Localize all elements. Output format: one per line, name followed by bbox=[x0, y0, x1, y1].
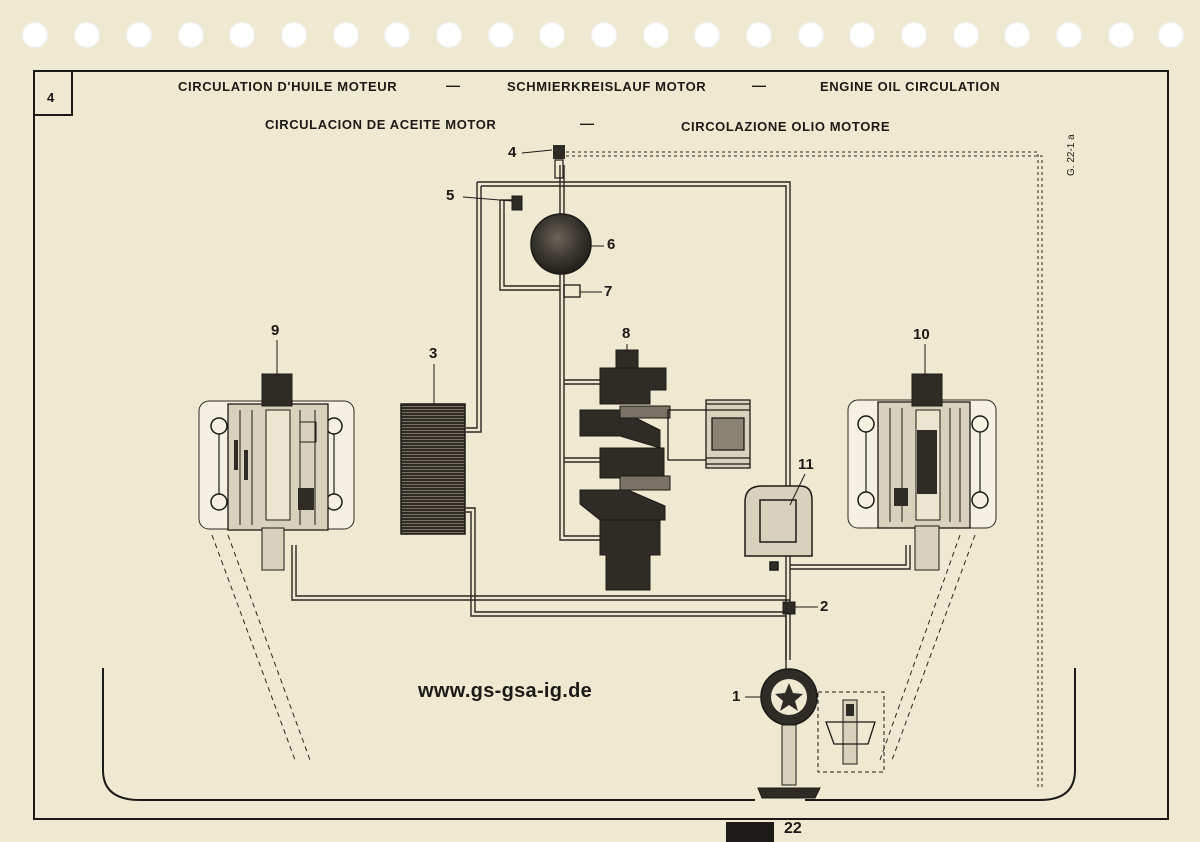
punch-hole bbox=[539, 22, 565, 48]
crankcase bbox=[579, 349, 671, 591]
page-tab-marker bbox=[726, 822, 774, 842]
callout-6: 6 bbox=[607, 236, 616, 253]
punch-hole bbox=[798, 22, 824, 48]
title-french: CIRCULATION D'HUILE MOTEUR bbox=[178, 79, 398, 94]
pressure-relief-valve bbox=[511, 195, 523, 211]
punch-hole bbox=[178, 22, 204, 48]
punch-hole bbox=[694, 22, 720, 48]
title-spanish: CIRCULACION DE ACEITE MOTOR bbox=[265, 117, 497, 132]
callout-9: 9 bbox=[271, 322, 280, 339]
title-german: SCHMIERKREISLAUF MOTOR bbox=[507, 79, 707, 94]
pressure-switch-wire bbox=[566, 151, 1043, 790]
punch-hole bbox=[1004, 22, 1030, 48]
punch-hole bbox=[384, 22, 410, 48]
punch-hole bbox=[1108, 22, 1134, 48]
callout-leaders bbox=[276, 149, 926, 698]
title-english: ENGINE OIL CIRCULATION bbox=[820, 79, 1001, 94]
punch-hole bbox=[281, 22, 307, 48]
oil-sensor bbox=[563, 284, 581, 298]
punch-hole bbox=[591, 22, 617, 48]
oil-sump-outline bbox=[102, 668, 1076, 801]
left-cylinder-head bbox=[198, 373, 355, 571]
title-separator: — bbox=[752, 77, 766, 93]
callout-4: 4 bbox=[508, 144, 517, 161]
title-separator: — bbox=[446, 77, 460, 93]
callout-3: 3 bbox=[429, 345, 438, 362]
punch-hole bbox=[643, 22, 669, 48]
callout-8: 8 bbox=[622, 325, 631, 342]
punch-hole bbox=[953, 22, 979, 48]
oil-pump bbox=[757, 668, 821, 799]
callout-2: 2 bbox=[820, 598, 829, 615]
website-watermark: www.gs-gsa-ig.de bbox=[418, 680, 593, 702]
page-number: 22 bbox=[784, 820, 802, 837]
diagram-frame bbox=[33, 70, 1169, 820]
punch-hole bbox=[333, 22, 359, 48]
callout-5: 5 bbox=[446, 187, 455, 204]
punch-hole bbox=[849, 22, 875, 48]
punch-hole bbox=[901, 22, 927, 48]
callout-7: 7 bbox=[604, 283, 613, 300]
pump-drive-detail bbox=[817, 691, 885, 773]
callout-11: 11 bbox=[798, 456, 814, 473]
callout-1: 1 bbox=[732, 688, 741, 705]
carburettor-flange bbox=[744, 485, 813, 571]
oil-cooler bbox=[400, 403, 466, 535]
cylinder-guide-lines bbox=[211, 534, 976, 761]
punch-hole bbox=[1158, 22, 1184, 48]
right-cylinder-head bbox=[847, 373, 997, 571]
check-valve bbox=[782, 601, 796, 615]
figure-number-badge: 4 bbox=[33, 70, 73, 116]
punch-hole bbox=[126, 22, 152, 48]
punch-hole bbox=[74, 22, 100, 48]
piston-cylinder bbox=[667, 399, 751, 469]
punch-hole bbox=[1056, 22, 1082, 48]
title-separator: — bbox=[580, 115, 594, 131]
punch-hole bbox=[488, 22, 514, 48]
title-italian: CIRCOLAZIONE OLIO MOTORE bbox=[681, 119, 891, 134]
punch-hole bbox=[22, 22, 48, 48]
punch-hole bbox=[436, 22, 462, 48]
punch-hole bbox=[746, 22, 772, 48]
punch-hole bbox=[229, 22, 255, 48]
oil-filter bbox=[530, 213, 592, 275]
callout-10: 10 bbox=[913, 326, 930, 343]
oil-pressure-switch bbox=[553, 145, 565, 179]
